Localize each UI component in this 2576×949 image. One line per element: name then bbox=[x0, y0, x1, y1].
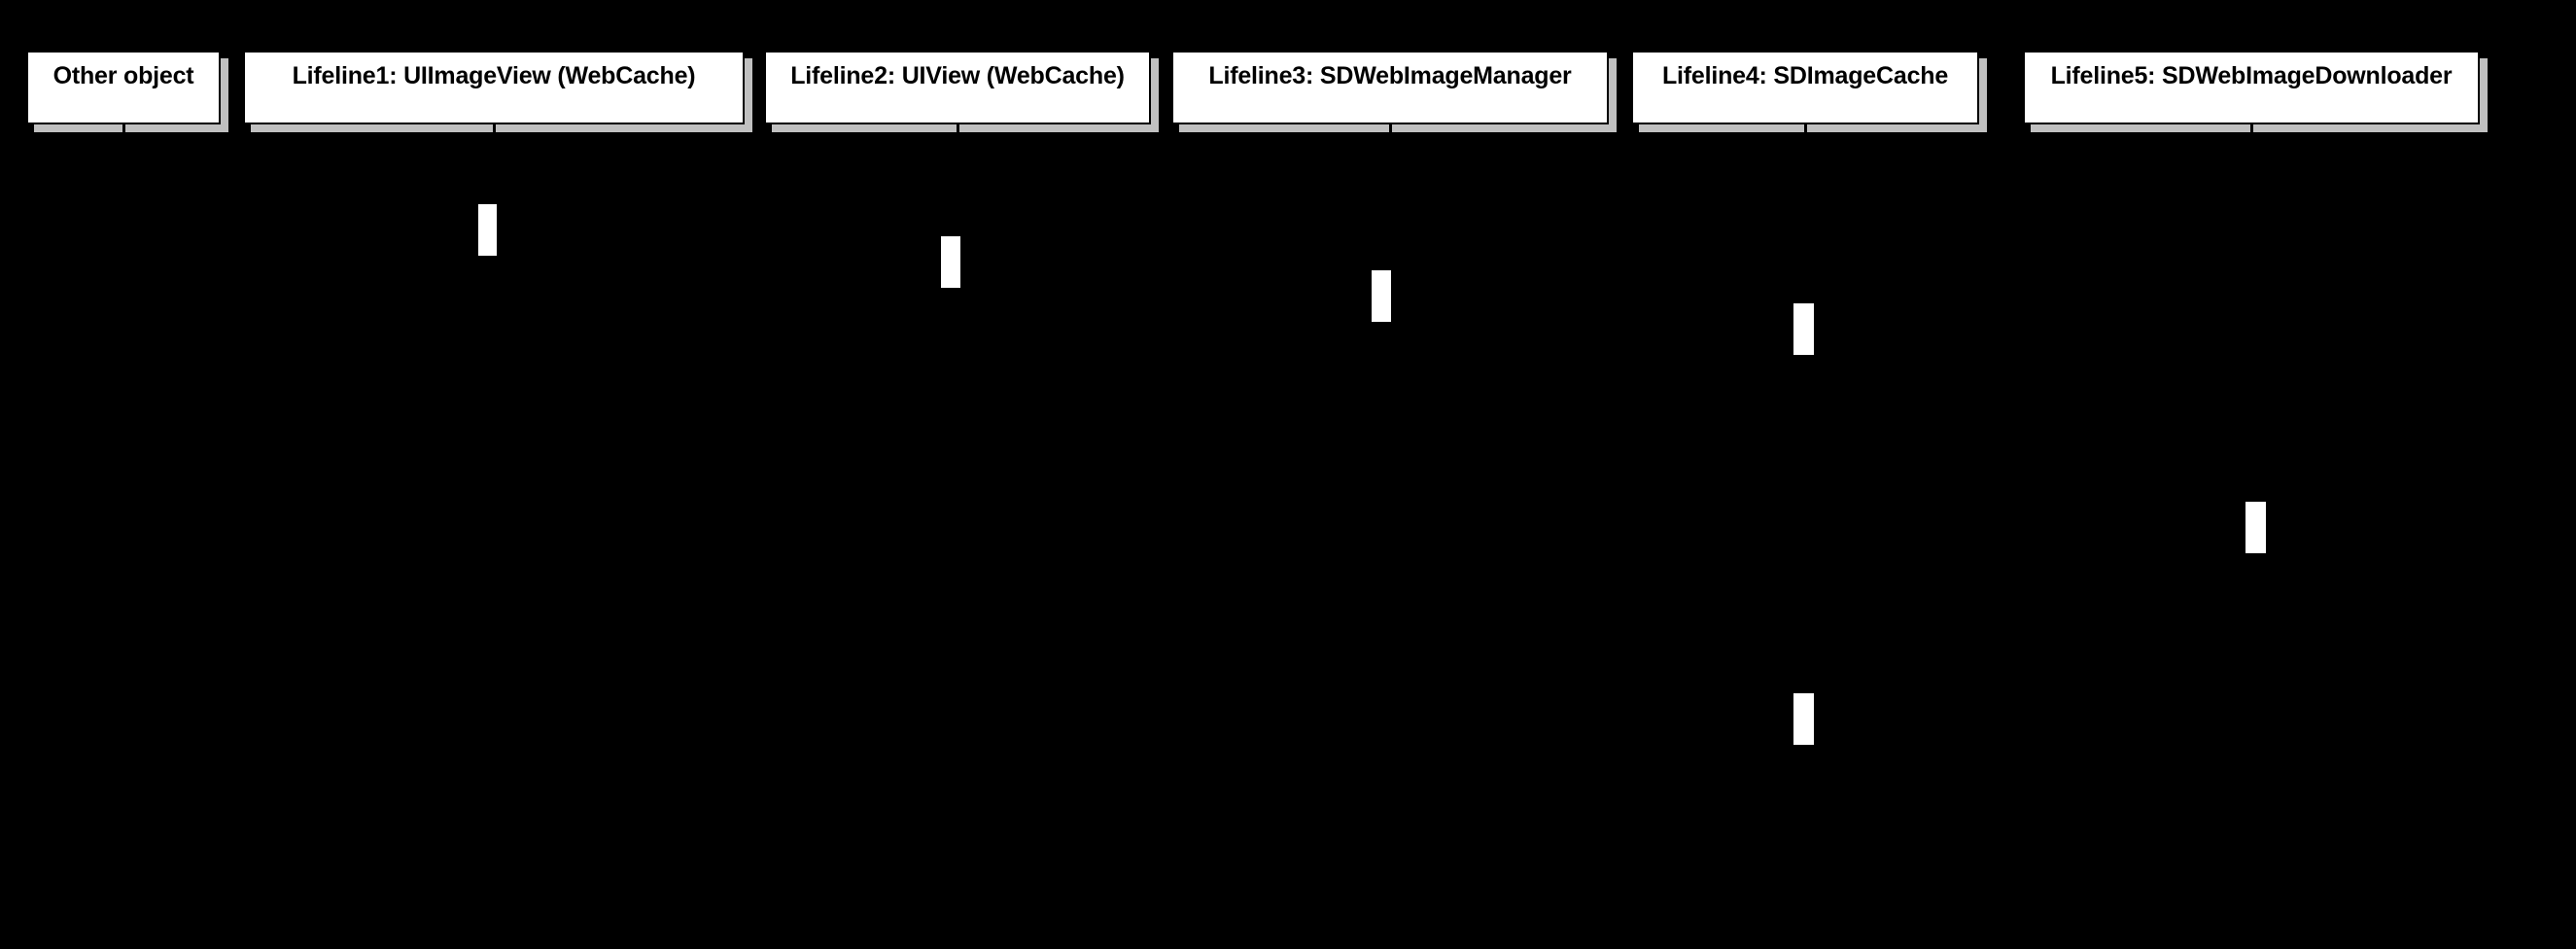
lifeline-head-lifeline4[interactable]: Lifeline4: SDImageCache bbox=[1631, 51, 1979, 124]
lifeline-label: Lifeline4: SDImageCache bbox=[1661, 62, 1949, 89]
lifeline-head-lifeline3[interactable]: Lifeline3: SDWebImageManager bbox=[1171, 51, 1609, 124]
lifeline-label: Lifeline1: UIImageView (WebCache) bbox=[292, 62, 696, 89]
lifeline-tick-mark bbox=[493, 124, 496, 135]
activation-bar[interactable] bbox=[1372, 270, 1391, 322]
activation-bar[interactable] bbox=[941, 236, 960, 288]
lifeline-label: Lifeline3: SDWebImageManager bbox=[1208, 62, 1572, 89]
lifeline-label: Lifeline2: UIView (WebCache) bbox=[790, 62, 1125, 89]
activation-bar[interactable] bbox=[1793, 693, 1814, 745]
lifeline-stem bbox=[1804, 135, 1806, 949]
lifeline-stem bbox=[122, 135, 124, 949]
lifeline-stem bbox=[957, 135, 958, 949]
lifeline-head-other-object[interactable]: Other object bbox=[26, 51, 221, 124]
lifeline-head-lifeline5[interactable]: Lifeline5: SDWebImageDownloader bbox=[2023, 51, 2480, 124]
lifeline-stem bbox=[1389, 135, 1391, 949]
lifeline-head-lifeline1[interactable]: Lifeline1: UIImageView (WebCache) bbox=[243, 51, 745, 124]
lifeline-tick-mark bbox=[1804, 124, 1807, 135]
lifeline-stem bbox=[493, 135, 495, 949]
activation-bar[interactable] bbox=[2245, 502, 2266, 553]
lifeline-label: Other object bbox=[52, 62, 194, 89]
activation-bar[interactable] bbox=[1793, 303, 1814, 355]
lifeline-head-lifeline2[interactable]: Lifeline2: UIView (WebCache) bbox=[764, 51, 1151, 124]
lifeline-tick-mark bbox=[2250, 124, 2253, 135]
lifeline-tick-mark bbox=[122, 124, 125, 135]
lifeline-tick-mark bbox=[957, 124, 959, 135]
lifeline-label: Lifeline5: SDWebImageDownloader bbox=[2050, 62, 2453, 89]
lifeline-tick-mark bbox=[1389, 124, 1392, 135]
activation-bar[interactable] bbox=[478, 204, 497, 256]
